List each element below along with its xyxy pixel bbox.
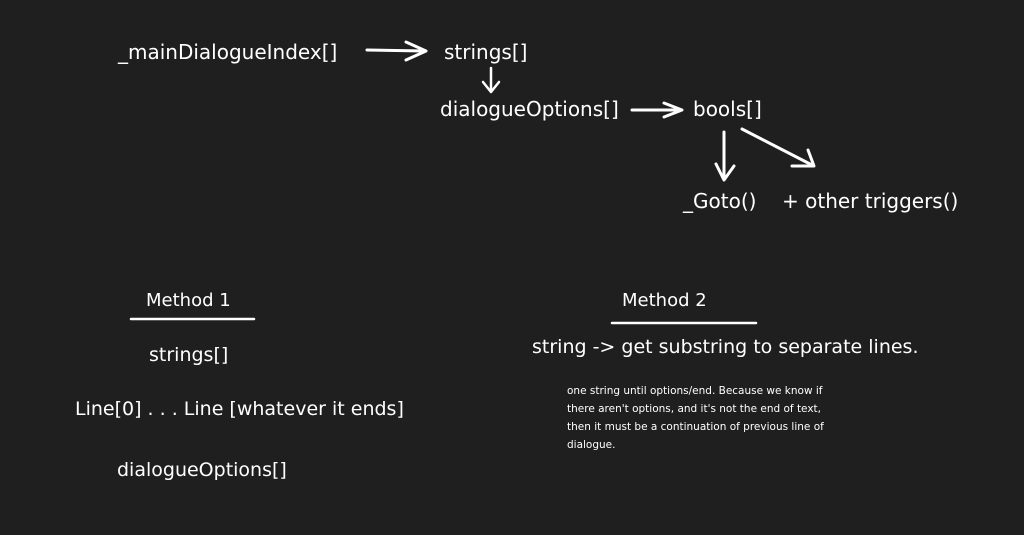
method2-summary: string -> get substring to separate line… — [532, 336, 919, 358]
arrow-index-to-strings — [365, 40, 428, 62]
method1-dialogue-options: dialogueOptions[] — [117, 459, 287, 481]
bools-label: bools[] — [693, 97, 762, 121]
method2-note-line: dialogue. — [567, 439, 616, 451]
method2-note-line: one string until options/end. Because we… — [567, 385, 823, 397]
method2-note-line: then it must be a continuation of previo… — [567, 421, 824, 433]
main-dialogue-index-label: _mainDialogueIndex[] — [118, 40, 338, 64]
method1-strings: strings[] — [149, 344, 229, 366]
goto-label: _Goto() — [683, 189, 757, 213]
arrow-options-to-bools — [630, 101, 684, 119]
method1-lines: Line[0] . . . Line [whatever it ends] — [75, 398, 404, 420]
method2-note: one string until options/end. Because we… — [567, 382, 897, 454]
method1-heading: Method 1 — [146, 290, 231, 311]
other-triggers-label: + other triggers() — [782, 189, 959, 213]
arrow-strings-to-options — [481, 66, 501, 94]
dialogue-options-label: dialogueOptions[] — [440, 97, 619, 121]
strings-label: strings[] — [444, 40, 528, 64]
method2-note-line: there aren't options, and it's not the e… — [567, 403, 821, 415]
arrow-bools-to-goto — [714, 130, 736, 182]
arrow-bools-to-triggers — [740, 127, 816, 168]
method2-heading: Method 2 — [622, 290, 707, 311]
